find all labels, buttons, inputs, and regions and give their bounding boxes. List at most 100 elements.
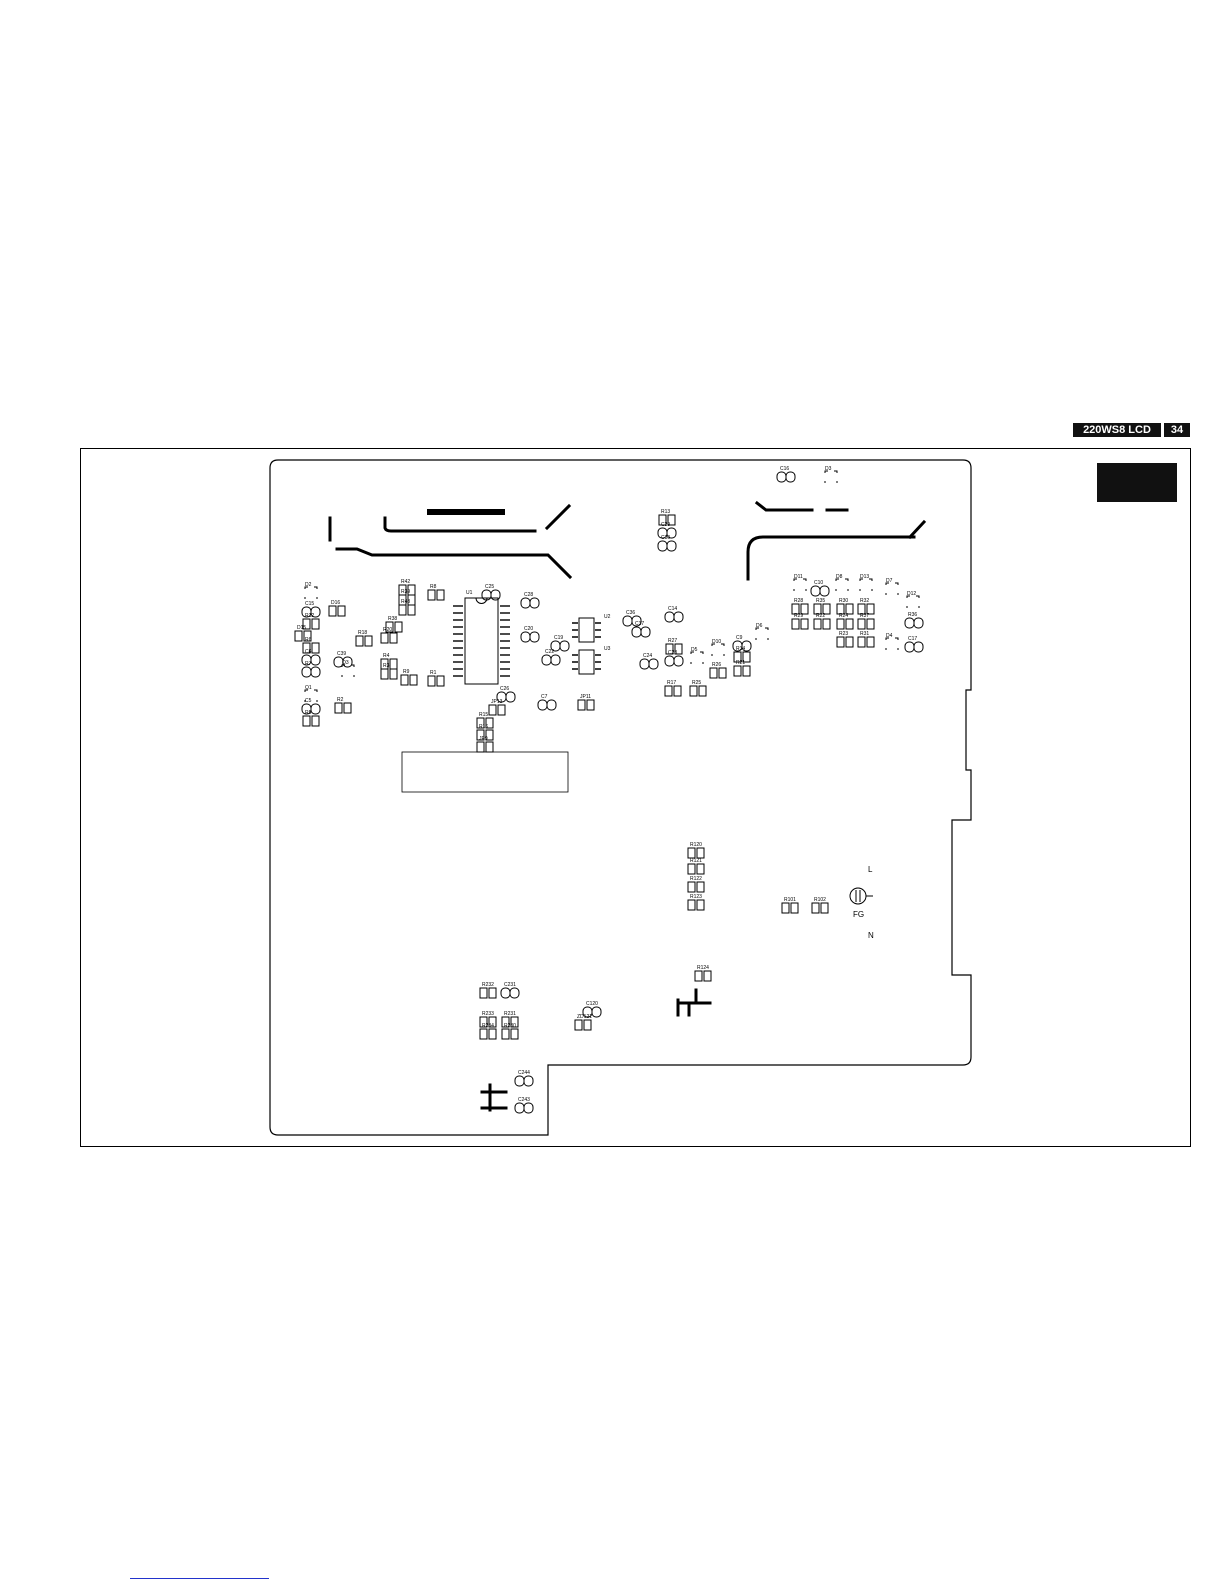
label-jp11: JP11 (580, 694, 591, 700)
label-c29: C29 (661, 522, 670, 528)
component-r120 (687, 847, 705, 859)
component-r28 (791, 603, 809, 615)
component-r15 (476, 717, 494, 729)
label-c5: C5 (305, 698, 312, 704)
label-c37: C37 (635, 621, 644, 627)
label-r230: R230 (504, 1023, 516, 1029)
component-d2 (304, 586, 318, 599)
label-d11: D11 (794, 574, 803, 580)
traces (328, 500, 927, 1112)
component-r43 (398, 604, 416, 616)
component-r22 (813, 618, 831, 630)
label-d3: D3 (825, 466, 832, 472)
component-r123 (687, 899, 705, 911)
component-d8 (835, 578, 849, 591)
label-r122: R122 (690, 876, 702, 882)
label-d16: D16 (331, 600, 340, 606)
label-r15: R15 (479, 712, 488, 718)
component-r20 (380, 632, 398, 644)
component-r30 (836, 603, 854, 615)
component-c25 (481, 589, 501, 601)
label-r23: R23 (839, 631, 848, 637)
component-jp11 (577, 699, 595, 711)
label-u2: U2 (604, 614, 611, 620)
label-u3: U3 (604, 646, 611, 652)
label-c39: C39 (337, 651, 346, 657)
label-c28: C28 (524, 592, 533, 598)
component-c24 (639, 658, 659, 670)
component-r231 (501, 1016, 519, 1028)
component-r16 (476, 729, 494, 741)
label-c30: C30 (661, 535, 670, 541)
label-r17: R17 (667, 680, 676, 686)
component-c22 (541, 654, 561, 666)
label-r4: R4 (383, 653, 390, 659)
drawing-frame (80, 448, 1191, 1147)
component-c9 (732, 640, 752, 652)
label-r7: R7 (305, 661, 312, 667)
label-r8: R8 (430, 584, 437, 590)
label-r102: R102 (814, 897, 826, 903)
footer-link-line (130, 1578, 269, 1579)
component-r27 (665, 643, 683, 655)
component-c23 (664, 655, 684, 667)
label-c6: C6 (305, 649, 312, 655)
component-d16 (328, 605, 346, 617)
label-c25: C25 (485, 584, 494, 590)
ic-u2 (572, 617, 601, 643)
label-r34: R34 (736, 646, 745, 652)
component-r21 (733, 665, 751, 677)
component-q1 (304, 689, 318, 702)
component-c243 (514, 1102, 534, 1114)
component-d7 (885, 582, 899, 595)
component-r34 (733, 651, 751, 663)
page-number: 34 (1164, 423, 1190, 437)
label-c7: C7 (541, 694, 548, 700)
label-r31: R31 (860, 631, 869, 637)
component-r23 (836, 636, 854, 648)
component-d4 (885, 637, 899, 650)
component-r7 (301, 666, 321, 678)
label-c36: C36 (626, 610, 635, 616)
fg-terminal (849, 887, 873, 905)
component-r102 (811, 902, 829, 914)
component-r230 (501, 1028, 519, 1040)
component-q3 (341, 664, 355, 677)
label-r120: R120 (690, 842, 702, 848)
component-r3 (380, 668, 398, 680)
label-r26: R26 (712, 662, 721, 668)
label-r24: R24 (839, 613, 848, 619)
label-r233: R233 (482, 1011, 494, 1017)
label-r18: R18 (358, 630, 367, 636)
label-r27: R27 (668, 638, 677, 644)
component-r32 (857, 603, 875, 615)
component-r29 (791, 618, 809, 630)
component-c120 (582, 1006, 602, 1018)
label-r39: R39 (401, 589, 410, 595)
component-c14 (664, 611, 684, 623)
label-jp13: JP13 (491, 699, 503, 705)
label-c120: C120 (586, 1001, 598, 1007)
terminal-l: L (868, 865, 873, 874)
component-d15 (294, 630, 312, 642)
model-label: 220WS8 LCD (1073, 423, 1161, 437)
label-d15: D15 (297, 625, 306, 631)
component-r9 (400, 674, 418, 686)
component-r124 (694, 970, 712, 982)
component-c16 (776, 471, 796, 483)
label-r232: R232 (482, 982, 494, 988)
label-zd121: ZD121 (577, 1014, 592, 1020)
component-c26 (496, 691, 516, 703)
component-r13 (658, 514, 676, 526)
label-c17: C17 (908, 636, 917, 642)
label-r6: R6 (305, 637, 312, 643)
section-tab (1097, 463, 1177, 502)
label-r42: R42 (401, 579, 410, 585)
label-r13: R13 (661, 509, 670, 515)
label-r234: R234 (482, 1023, 494, 1029)
component-r37 (857, 618, 875, 630)
label-r12: R12 (305, 613, 314, 619)
component-r5 (302, 715, 320, 727)
label-r37: R37 (860, 613, 869, 619)
